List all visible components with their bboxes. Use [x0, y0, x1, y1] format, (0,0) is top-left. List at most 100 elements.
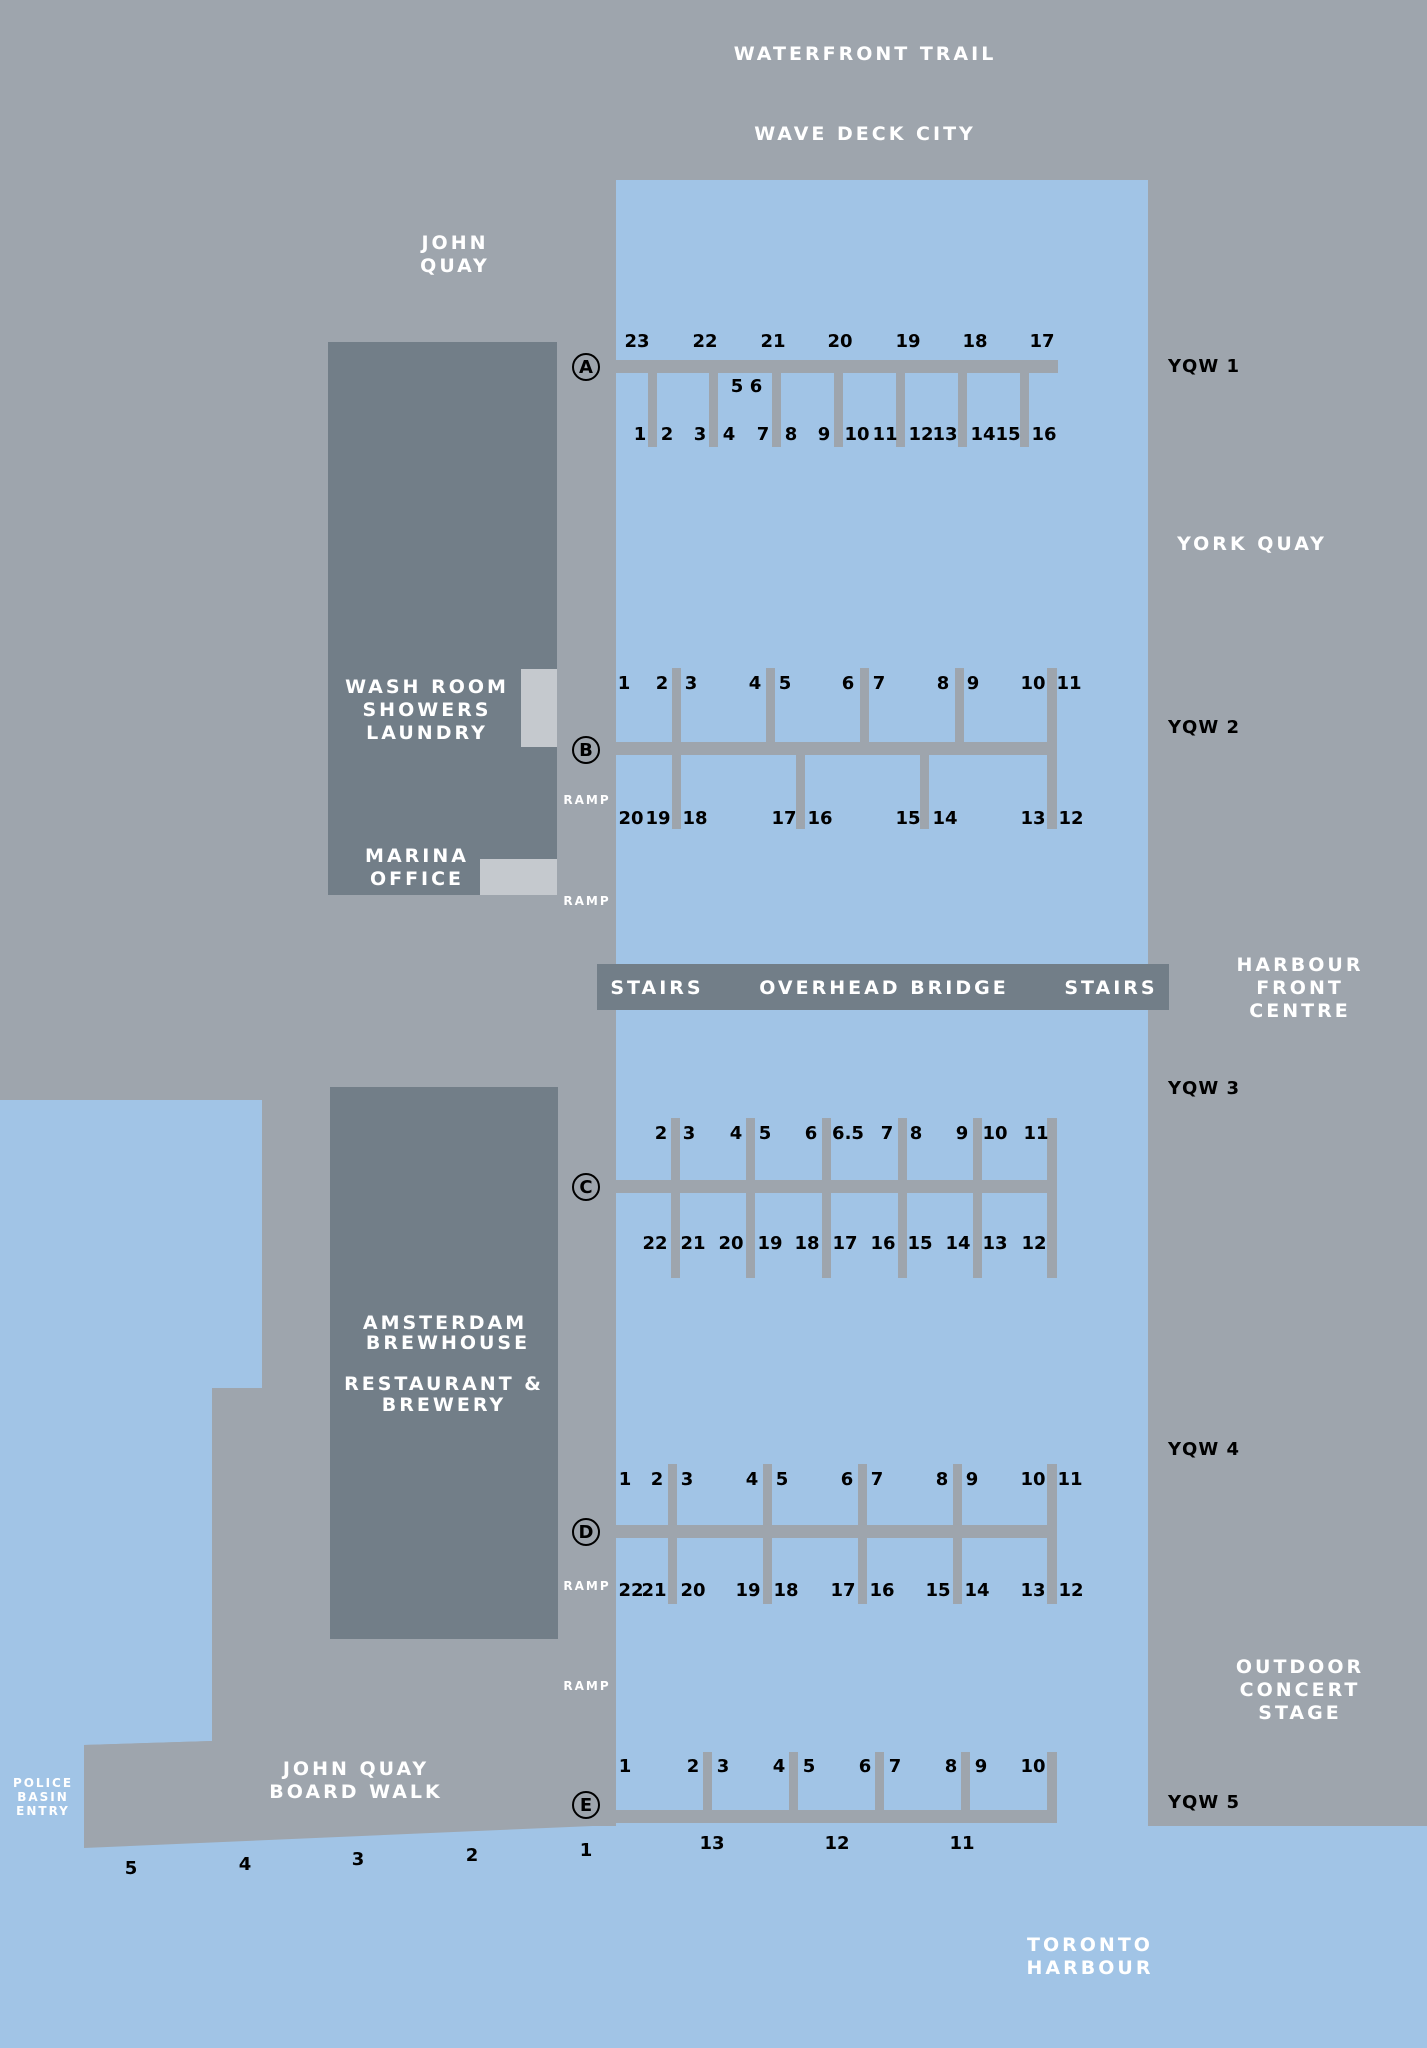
dock-b-top-slip: 4	[749, 673, 762, 694]
dock-e-finger	[789, 1752, 798, 1810]
dock-a-bottom-slip: 8	[785, 424, 798, 445]
dock-c-bottom-slip: 13	[982, 1233, 1007, 1254]
dock-b-top-slip: 10	[1020, 673, 1045, 694]
dock-d-top-slip: 9	[966, 1469, 979, 1490]
dock-c-bottom-slip: 15	[907, 1233, 932, 1254]
dock-d-end-post	[1047, 1464, 1057, 1604]
dock-b-finger-top	[955, 668, 964, 742]
dock-a-finger	[958, 373, 967, 447]
toronto-harbour-label-line1: TORONTO	[1027, 1934, 1153, 1956]
dock-d-finger	[668, 1464, 677, 1604]
yqw-3-label: YQW 3	[1167, 1078, 1240, 1099]
amsterdam-label-line2: BREWHOUSE	[366, 1332, 530, 1354]
dock-e-bottom-slip: 13	[699, 1833, 724, 1854]
dock-a-finger	[648, 373, 657, 447]
dock-a-finger	[772, 373, 781, 447]
dock-c-bottom-slip: 14	[945, 1233, 970, 1254]
dock-e-top-slip: 6	[859, 1756, 872, 1777]
dock-b-top-slip: 6	[842, 673, 855, 694]
west-basin-water	[0, 1100, 262, 1850]
dock-a-marker-circle	[572, 353, 600, 381]
dock-e-walkway	[616, 1810, 1056, 1823]
dock-d-marker-circle	[572, 1518, 600, 1546]
ramp-label-1: RAMP	[563, 793, 610, 807]
dock-a-finger	[709, 373, 718, 447]
marina-office-annex	[480, 859, 557, 895]
dock-c-top-slip: 2	[655, 1123, 668, 1144]
dock-c-marker-circle	[572, 1173, 600, 1201]
dock-d-walkway	[616, 1525, 1050, 1538]
dock-c-bottom-slip: 20	[718, 1233, 743, 1254]
dock-b-finger-bottom	[796, 755, 805, 829]
dock-b-bottom-slip: 20	[618, 808, 643, 829]
john-quay-label-line2: QUAY	[420, 255, 490, 277]
dock-c-bottom-slip: 19	[757, 1233, 782, 1254]
dock-b-marker-circle	[572, 736, 600, 764]
washroom-label-line2: SHOWERS	[363, 699, 492, 721]
harbour-front-centre-label-line3: CENTRE	[1249, 1000, 1350, 1022]
dock-a-finger	[834, 373, 843, 447]
dock-c-walkway	[616, 1180, 1050, 1193]
dock-d-bottom-slip: 19	[735, 1580, 760, 1601]
amsterdam-brewhouse-building	[330, 1087, 558, 1639]
dock-b-finger-top	[766, 668, 775, 742]
dock-c-top-slip: 6	[805, 1123, 818, 1144]
dock-c-end-post	[1047, 1118, 1057, 1278]
outdoor-concert-stage-label-line3: STAGE	[1258, 1702, 1341, 1724]
washroom-label-line3: LAUNDRY	[366, 722, 488, 744]
marina-office-label-line2: OFFICE	[370, 868, 464, 890]
dock-b-finger-top	[672, 668, 681, 742]
dock-a-bottom-slip: 4	[723, 424, 736, 445]
john-quay-board-walk-label-line2: BOARD WALK	[269, 1781, 442, 1803]
dock-e-end-post	[1047, 1752, 1057, 1823]
stairs-west-label: STAIRS	[610, 977, 703, 999]
dock-e-top-slip: 2	[687, 1756, 700, 1777]
dock-a-bottom-slip: 15	[995, 424, 1020, 445]
boardwalk-slip-4: 4	[239, 1854, 252, 1875]
harbour-front-centre-label-line2: FRONT	[1256, 977, 1344, 999]
dock-d-top-slip: 8	[936, 1469, 949, 1490]
yqw-5-label: YQW 5	[1167, 1792, 1240, 1813]
dock-b-bottom-slip: 12	[1058, 808, 1083, 829]
waterfront-trail-label: WATERFRONT TRAIL	[734, 43, 997, 65]
dock-a-middle-slip: 6	[750, 376, 763, 397]
dock-e-marker-letter: E	[580, 1795, 592, 1816]
dock-b-walkway	[616, 742, 1050, 755]
dock-d-bottom-slip: 18	[773, 1580, 798, 1601]
dock-c-top-slip: 10	[982, 1123, 1007, 1144]
dock-a-bottom-slip: 1	[634, 424, 647, 445]
dock-a-bottom-slip: 10	[844, 424, 869, 445]
dock-d-top-slip: 4	[746, 1469, 759, 1490]
dock-b-bottom-slip: 18	[682, 808, 707, 829]
dock-b-bottom-slip: 17	[771, 808, 796, 829]
dock-a-bottom-slip: 11	[872, 424, 897, 445]
dock-a-bottom-slip: 9	[818, 424, 831, 445]
dock-d-bottom-slip: 15	[925, 1580, 950, 1601]
washroom-building	[328, 342, 557, 895]
dock-a-bottom-slip: 13	[932, 424, 957, 445]
ramp-label-4: RAMP	[563, 1679, 610, 1693]
dock-c-bottom-slip: 22	[642, 1233, 667, 1254]
dock-d-top-slip: 5	[776, 1469, 789, 1490]
dock-b-top-slip: 2	[656, 673, 669, 694]
dock-c-top-slip: 7	[881, 1123, 894, 1144]
dock-d-top-slip: 3	[681, 1469, 694, 1490]
dock-c-bottom-slip: 12	[1021, 1233, 1046, 1254]
dock-d-marker-letter: D	[579, 1522, 594, 1543]
washroom-label-line1: WASH ROOM	[345, 676, 509, 698]
dock-c-top-slip: 3	[683, 1123, 696, 1144]
amsterdam-label-line1: AMSTERDAM	[363, 1312, 527, 1334]
dock-a-finger	[896, 373, 905, 447]
dock-a-bottom-slip: 3	[694, 424, 707, 445]
yqw-1-label: YQW 1	[1167, 356, 1240, 377]
dock-a-bottom-slip: 7	[757, 424, 770, 445]
dock-d-bottom-slip: 20	[680, 1580, 705, 1601]
dock-b-finger-bottom	[920, 755, 929, 829]
dock-a-top-slip: 23	[624, 331, 649, 352]
toronto-harbour-label-line2: HARBOUR	[1027, 1957, 1154, 1979]
dock-c-finger	[973, 1118, 982, 1278]
dock-c-top-slip: 6.5	[832, 1123, 864, 1144]
dock-d-bottom-slip: 14	[964, 1580, 989, 1601]
